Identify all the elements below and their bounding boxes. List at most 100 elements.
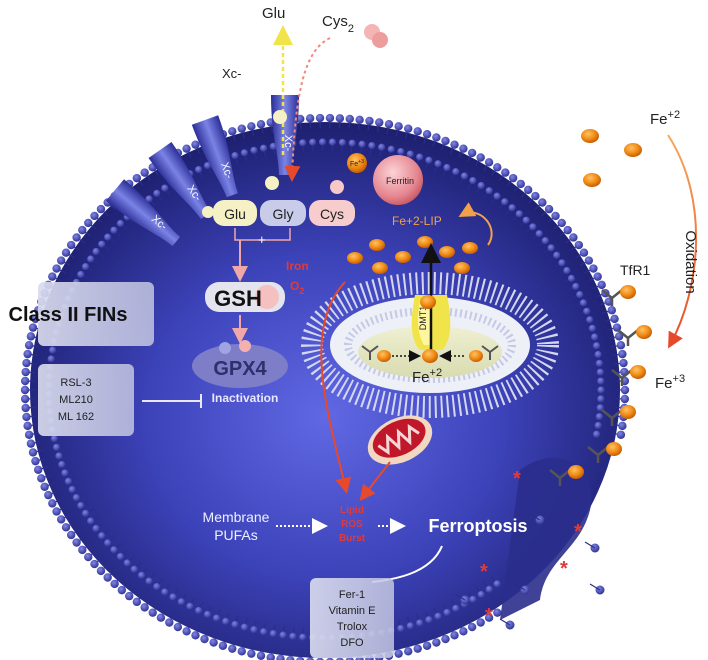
lipid-head <box>259 628 268 636</box>
protector-item: Vitamin E <box>329 605 376 617</box>
oxidation-label: Oxidation <box>682 230 699 293</box>
lipid-head <box>305 114 315 123</box>
class2-fins-panel: Class II FINs <box>9 282 154 346</box>
gsh-label: GSH <box>214 286 262 311</box>
lipid-head <box>117 585 127 595</box>
lipid-head <box>269 142 277 150</box>
lipid-head <box>589 264 598 273</box>
fe3-small: Fe+3 <box>350 159 364 168</box>
lipid-head <box>567 274 576 283</box>
lipid-head <box>55 452 63 460</box>
fe2-lip-label: Fe+2-LIP <box>392 214 442 228</box>
lipid-head <box>326 657 334 660</box>
lipid-head <box>103 573 112 582</box>
lipid-head <box>416 153 424 161</box>
lipid-head <box>72 494 80 502</box>
membrane-pufas-line: PUFAs <box>214 527 258 543</box>
iron-label: Iron <box>286 259 309 273</box>
lipid-head <box>450 631 459 640</box>
lipid-head <box>96 204 106 214</box>
lipid-head <box>394 122 403 131</box>
lipid-head <box>348 139 356 147</box>
lipid-head <box>594 421 602 430</box>
lipid-head <box>231 620 239 629</box>
lipid-head <box>397 147 405 156</box>
lipid-head <box>286 655 295 660</box>
lipid-head <box>247 649 256 658</box>
damage-asterisk: * <box>480 561 488 583</box>
lipid-head <box>132 597 142 607</box>
inhibitors-panel: RSL-3 ML210 ML 162 <box>38 364 134 436</box>
lipid-head <box>541 237 549 245</box>
mitochondrion <box>367 415 433 465</box>
lipid-head <box>191 631 200 640</box>
oxidation-arrow <box>667 134 697 349</box>
lipid-head <box>413 644 422 653</box>
lipid-head <box>209 638 218 647</box>
lipid-head <box>467 148 477 158</box>
lipid-head <box>597 386 605 394</box>
class2-fins-label: Class II FINs <box>9 304 128 326</box>
lipid-head <box>579 248 589 257</box>
lipid-head <box>56 515 66 524</box>
membrane-bud <box>500 457 592 620</box>
lipid-head <box>90 559 99 569</box>
protector-item: DFO <box>340 637 364 649</box>
lipid-head <box>516 179 525 189</box>
lipid-head <box>452 168 460 176</box>
lipid-head <box>387 145 395 153</box>
lipid-head <box>137 571 146 579</box>
fe3-ion <box>620 405 636 419</box>
lipid-head <box>228 127 237 136</box>
lipid-head <box>441 136 450 146</box>
xc-label: Xc- <box>222 66 242 81</box>
detached-lipid-tail <box>589 583 601 591</box>
lipid-head <box>597 377 605 385</box>
lipid-head <box>459 144 468 153</box>
aa-gly: Gly <box>273 206 294 222</box>
lipid-head <box>123 559 131 567</box>
lipid-head <box>68 485 76 494</box>
lipid-head <box>616 341 626 350</box>
lipid-head <box>358 140 366 148</box>
lipid-head <box>586 316 594 324</box>
inhibitor-item: ML 162 <box>58 411 94 423</box>
lipid-head <box>200 634 209 644</box>
lipid-head <box>592 342 601 350</box>
lipid-head <box>315 113 325 123</box>
lipid-head <box>37 474 46 483</box>
iron-pool <box>347 236 478 274</box>
detached-lipid-tail <box>514 583 526 591</box>
lipid-head <box>406 622 414 630</box>
lipid-head <box>538 198 547 207</box>
lipid-head <box>72 538 81 547</box>
lipid-head <box>477 590 485 599</box>
detached-lipid-tail <box>584 541 596 549</box>
lipid-head <box>614 332 624 341</box>
lipid-head <box>61 523 71 532</box>
lipid-head <box>203 610 212 618</box>
lipid-head <box>145 577 153 585</box>
lipid-head <box>237 647 246 656</box>
lipid-head <box>84 552 93 562</box>
lipid-head <box>413 127 422 136</box>
lipid-head <box>140 168 149 177</box>
lipid-head <box>161 184 169 192</box>
lipid-head <box>591 333 599 341</box>
lipid-head <box>384 120 394 129</box>
lipid-head <box>28 448 38 457</box>
lipid-head <box>61 469 69 477</box>
lipid-head <box>81 509 90 517</box>
lipid-head <box>276 654 285 660</box>
lipid-head <box>52 443 61 451</box>
cys2-label: Cys2 <box>322 13 354 35</box>
lipid-head <box>186 602 194 610</box>
tfr1-receptor <box>601 409 623 426</box>
lipid-head <box>96 566 106 576</box>
tfr1-receptor <box>587 446 609 463</box>
cys2-import: Cys2 <box>284 13 388 182</box>
protector-item: Trolox <box>337 621 368 633</box>
lipid-head <box>365 116 374 126</box>
ferroptosis-label: Ferroptosis <box>428 516 527 536</box>
fe3-ion <box>620 285 636 299</box>
